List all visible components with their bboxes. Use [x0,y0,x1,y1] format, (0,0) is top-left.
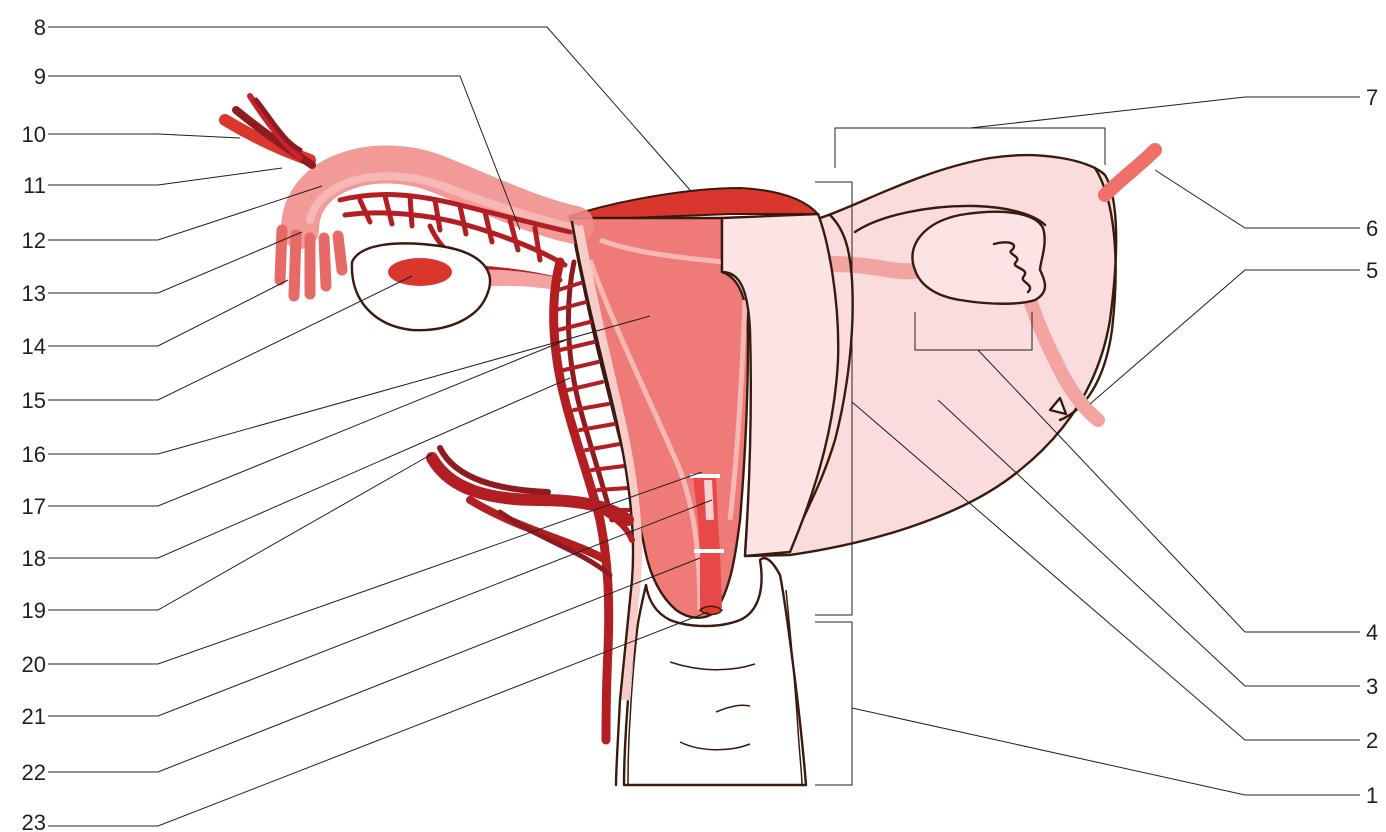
right-ovarian-ligament-stub [1105,150,1155,195]
label-6: 6 [1366,216,1378,241]
label-2: 2 [1366,728,1378,753]
label-7: 7 [1366,85,1378,110]
label-4: 4 [1366,620,1378,645]
label-20: 20 [22,652,46,677]
label-21: 21 [22,704,46,729]
label-9: 9 [34,64,46,89]
label-5: 5 [1366,258,1378,283]
left-ovary [352,243,560,330]
external-os [700,606,722,614]
label-12: 12 [22,228,46,253]
label-8: 8 [34,15,46,40]
right-number-labels: 7 6 5 4 3 2 1 [1366,85,1378,808]
label-18: 18 [22,546,46,571]
label-1: 1 [1366,783,1378,808]
label-15: 15 [22,388,46,413]
label-10: 10 [22,122,46,147]
label-14: 14 [22,334,46,359]
label-11: 11 [23,173,46,198]
label-19: 19 [22,598,46,623]
left-number-labels: 8 9 10 11 12 13 14 15 16 17 18 19 20 21 … [22,15,46,832]
label-16: 16 [22,442,46,467]
label-23: 23 [22,810,46,832]
ovarian-vessels [225,96,312,165]
label-22: 22 [22,760,46,785]
label-13: 13 [22,281,46,306]
label-3: 3 [1366,674,1378,699]
ovarian-follicle [388,258,452,286]
label-17: 17 [22,494,46,519]
